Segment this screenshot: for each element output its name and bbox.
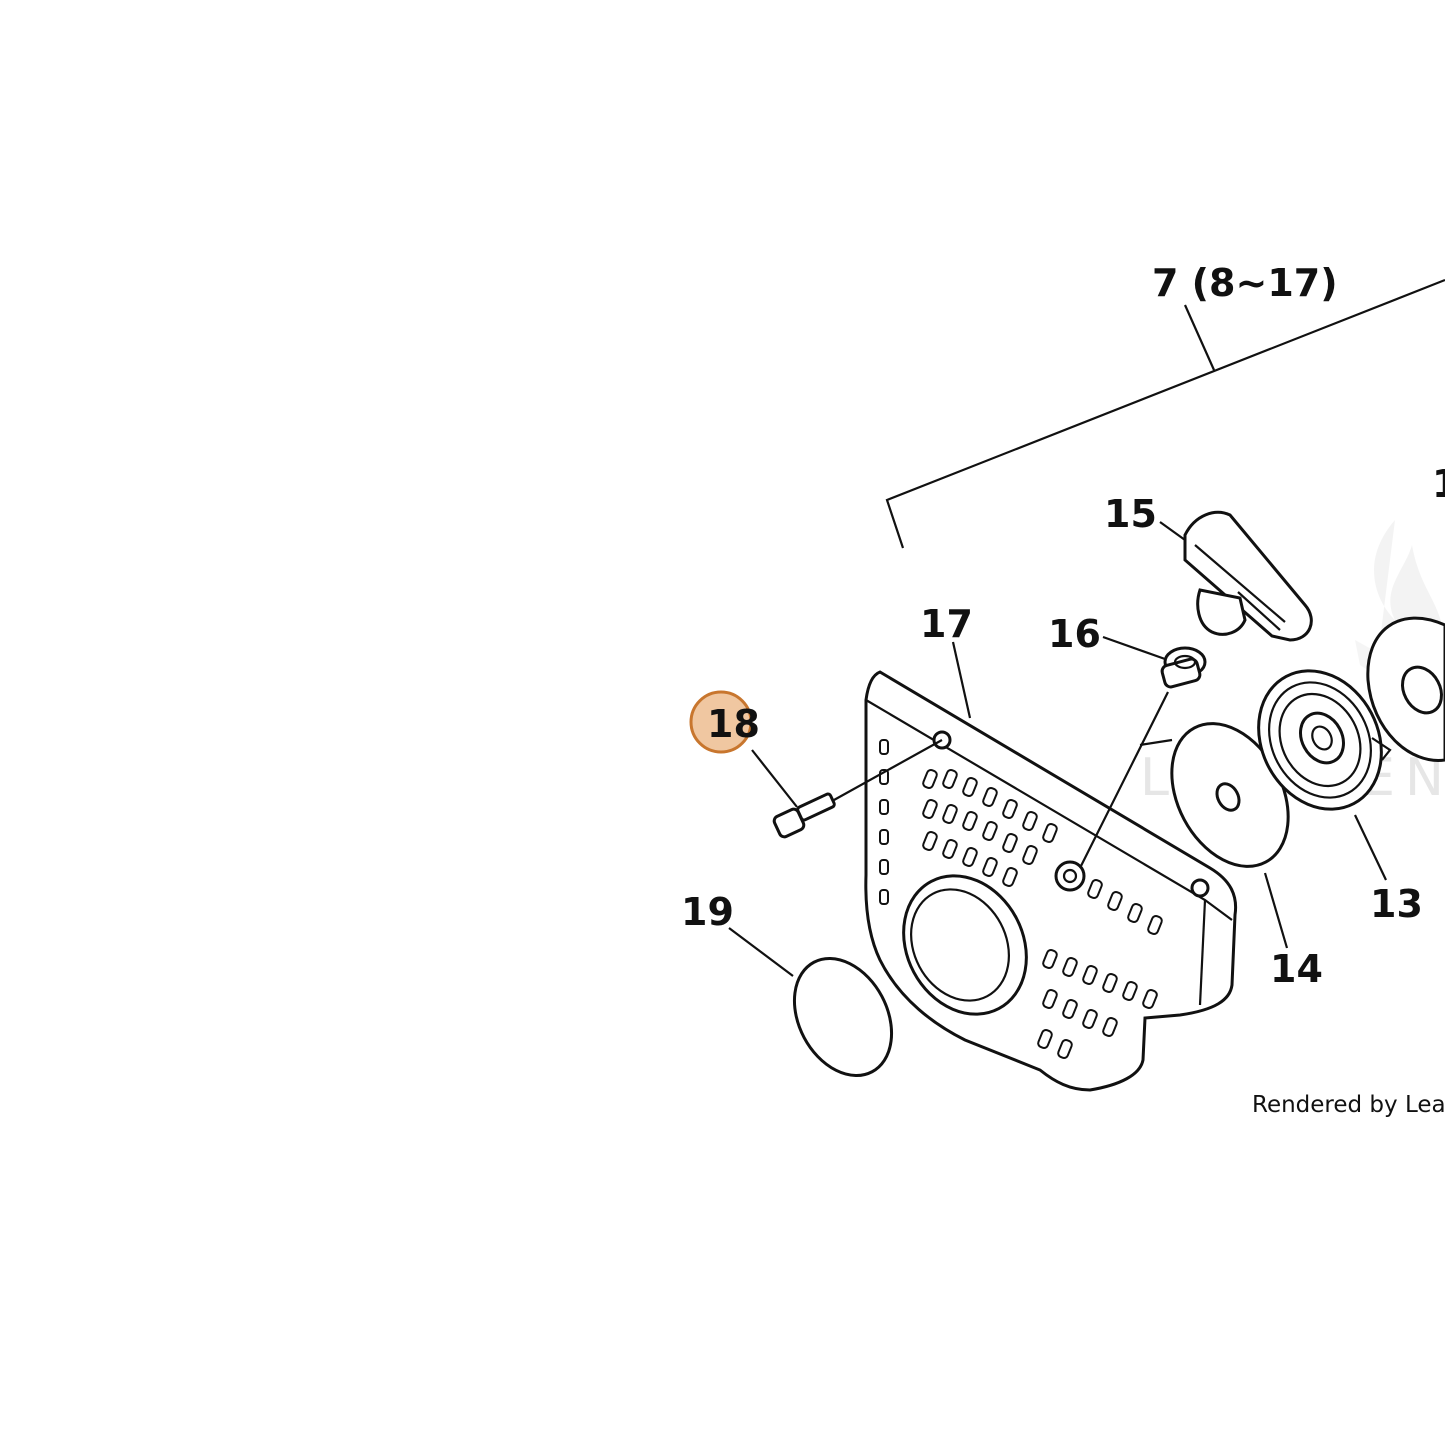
leader-14 xyxy=(1263,872,1289,949)
callout-19[interactable]: 19 xyxy=(681,890,734,934)
leader-18 xyxy=(751,749,798,808)
callout-16[interactable]: 16 xyxy=(1048,612,1101,656)
part-14-plate[interactable] xyxy=(1139,703,1312,886)
callout-18[interactable]: 18 xyxy=(707,702,760,746)
part-18-bolt[interactable] xyxy=(772,739,943,839)
callout-17[interactable]: 17 xyxy=(920,602,973,646)
callout-1-partial[interactable]: 1 xyxy=(1432,462,1445,506)
callout-15[interactable]: 15 xyxy=(1104,492,1157,536)
leader-16 xyxy=(1102,635,1166,661)
part-15-starter-handle[interactable] xyxy=(1183,510,1313,642)
leader-19 xyxy=(728,927,794,977)
part-partial-disc[interactable] xyxy=(1366,616,1445,762)
leader-15 xyxy=(1159,521,1186,541)
part-19-o-ring[interactable] xyxy=(775,942,911,1093)
render-credit: Rendered by LeadVe xyxy=(1252,1092,1445,1118)
assembly-bracket xyxy=(885,278,1445,549)
part-17-starter-cover[interactable] xyxy=(864,670,1238,1092)
part-16-bushing[interactable] xyxy=(1079,646,1207,869)
callout-13[interactable]: 13 xyxy=(1370,882,1423,926)
callout-14[interactable]: 14 xyxy=(1270,947,1323,991)
assembly-label: 7 (8~17) xyxy=(1152,261,1338,305)
part-13-pulley[interactable] xyxy=(1235,649,1405,831)
leader-13 xyxy=(1354,814,1387,881)
leader-17 xyxy=(951,641,972,719)
vent-slots xyxy=(879,739,1163,1060)
callout-18-highlight[interactable] xyxy=(689,690,753,754)
